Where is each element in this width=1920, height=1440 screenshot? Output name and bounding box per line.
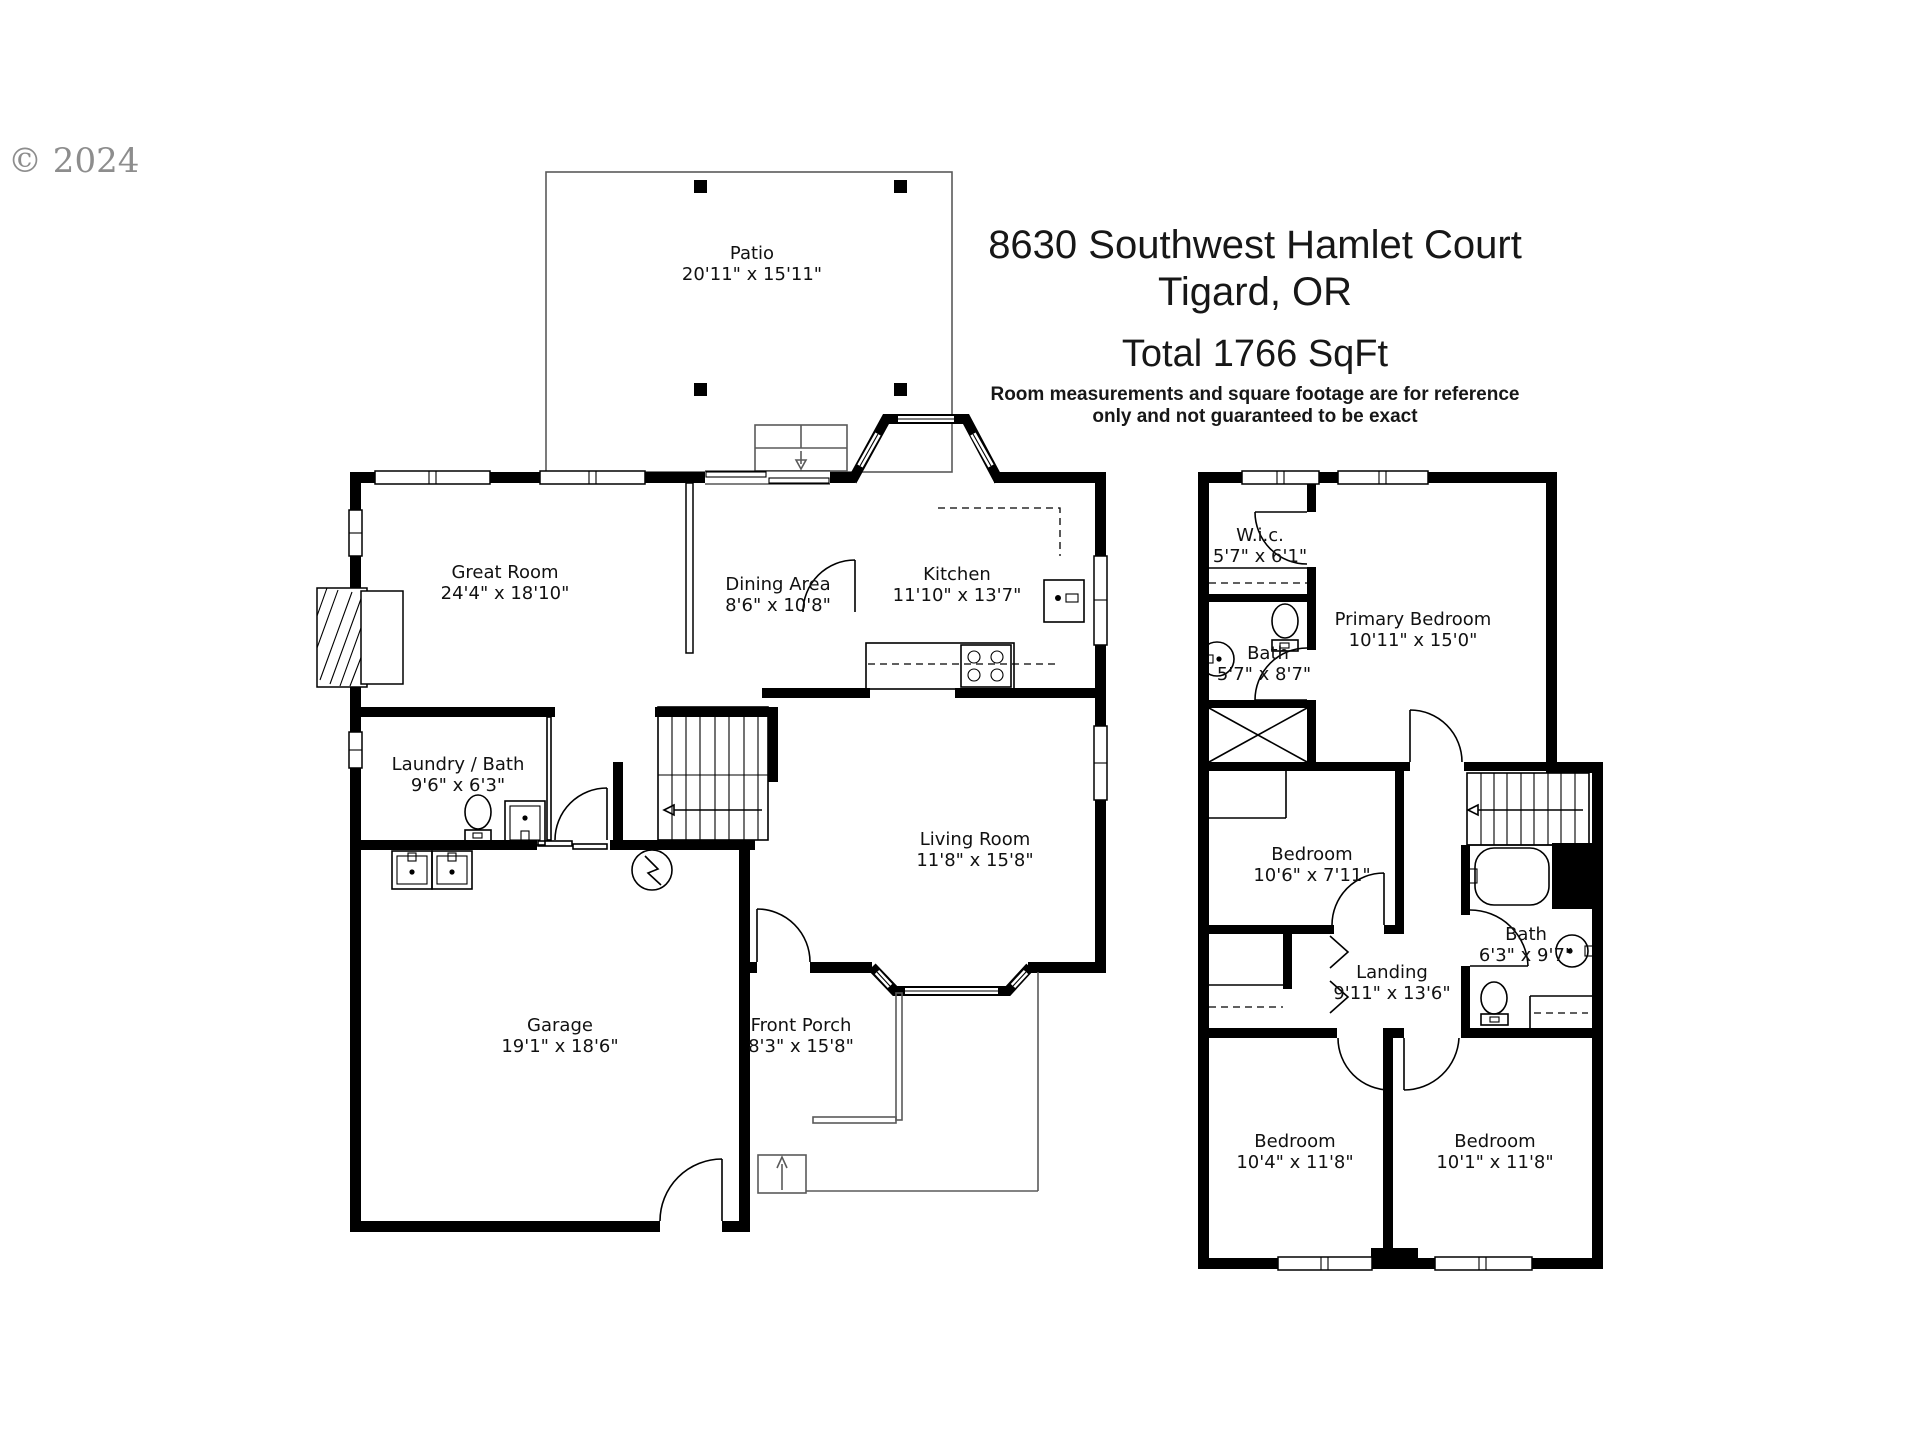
room-label-great-room-dims: 24'4" x 18'10"	[441, 583, 570, 604]
room-label-laundry-name: Laundry / Bath	[392, 754, 525, 775]
room-label-bedroom4-dims: 10'1" x 11'8"	[1436, 1152, 1553, 1173]
room-label-primary-dims: 10'11" x 15'0"	[1349, 630, 1478, 651]
laundry-toilet-icon	[464, 794, 492, 842]
laundry-sink-icon	[504, 800, 546, 846]
room-label-primary-name: Primary Bedroom	[1335, 609, 1492, 630]
room-label-kitchen-dims: 11'10" x 13'7"	[893, 585, 1022, 606]
room-label-laundry-dims: 9'6" x 6'3"	[411, 775, 505, 796]
upstairs-bath1-toilet-icon	[1271, 603, 1299, 652]
patio-slider-door	[705, 470, 830, 485]
title-block: 8630 Southwest Hamlet Court Tigard, OR T…	[988, 223, 1522, 427]
first-floor-doors	[554, 559, 856, 1222]
second-floor-plan: W.i.c. 5'7" x 6'1" Bath 5'7" x 8'7" Prim…	[1198, 470, 1603, 1271]
room-label-bath1-dims: 5'7" x 8'7"	[1217, 664, 1311, 685]
fireplace	[316, 587, 404, 688]
bathtub-icon	[1467, 847, 1550, 906]
second-floor-closets	[1205, 567, 1597, 1038]
room-label-bedroom4-name: Bedroom	[1454, 1131, 1535, 1152]
room-label-landing-name: Landing	[1356, 962, 1428, 983]
room-label-garage-dims: 19'1" x 18'6"	[501, 1036, 618, 1057]
room-label-living-name: Living Room	[920, 829, 1031, 850]
kitchen-counters	[865, 507, 1085, 690]
front-porch-outline	[757, 972, 1039, 1194]
room-label-living-dims: 11'8" x 15'8"	[916, 850, 1033, 871]
copyright-text: © 2024	[8, 141, 139, 181]
room-label-landing-dims: 9'11" x 13'6"	[1333, 983, 1450, 1004]
patio-steps	[754, 424, 848, 472]
upstairs-bath2-sink-icon	[1555, 934, 1595, 968]
room-label-wic-name: W.i.c.	[1236, 525, 1284, 546]
room-label-dining-dims: 8'6" x 10'8"	[725, 595, 831, 616]
room-label-bath1-name: Bath	[1247, 643, 1289, 664]
water-heater-icon	[631, 849, 673, 891]
room-label-bedroom2-name: Bedroom	[1271, 844, 1352, 865]
room-label-patio-name: Patio	[730, 243, 774, 264]
total-sqft: Total 1766 SqFt	[1122, 333, 1389, 375]
first-floor-plan: Patio 20'11" x 15'11" Great Room 24'4" x…	[316, 171, 1108, 1232]
patio-outline	[545, 171, 953, 473]
first-floor-walls	[350, 414, 1106, 1232]
room-label-bedroom3-dims: 10'4" x 11'8"	[1236, 1152, 1353, 1173]
room-label-great-room-name: Great Room	[451, 562, 558, 583]
disclaimer-line1: Room measurements and square footage are…	[990, 384, 1519, 405]
second-floor-labels: W.i.c. 5'7" x 6'1" Bath 5'7" x 8'7" Prim…	[1213, 525, 1573, 1173]
upstairs-bath1-sink-icon	[1199, 641, 1235, 677]
room-label-wic-dims: 5'7" x 6'1"	[1213, 546, 1307, 567]
room-label-patio-dims: 20'11" x 15'11"	[682, 264, 822, 285]
room-label-bedroom3-name: Bedroom	[1254, 1131, 1335, 1152]
first-floor-windows	[348, 416, 1108, 994]
room-label-porch-dims: 8'3" x 15'8"	[748, 1036, 854, 1057]
upstairs-bath2-toilet-icon	[1480, 981, 1509, 1026]
second-floor-stairs	[1466, 772, 1592, 846]
first-floor-labels: Patio 20'11" x 15'11" Great Room 24'4" x…	[392, 243, 1034, 1057]
disclaimer-line2: only and not guaranteed to be exact	[1092, 406, 1418, 427]
second-floor-doors	[1254, 511, 1529, 1091]
first-floor-stairs	[657, 706, 769, 841]
room-label-garage-name: Garage	[527, 1015, 593, 1036]
garage-sinks-icon	[391, 850, 473, 890]
address-line1: 8630 Southwest Hamlet Court	[988, 223, 1522, 267]
room-label-bath2-name: Bath	[1505, 924, 1547, 945]
room-label-bath2-dims: 6'3" x 9'7"	[1479, 945, 1573, 966]
room-label-kitchen-name: Kitchen	[923, 564, 991, 585]
second-floor-windows	[1241, 470, 1533, 1271]
room-label-dining-name: Dining Area	[725, 574, 830, 595]
room-label-porch-name: Front Porch	[751, 1015, 852, 1036]
room-label-bedroom2-dims: 10'6" x 7'11"	[1253, 865, 1370, 886]
address-line2: Tigard, OR	[1158, 270, 1352, 314]
stove-icon	[960, 644, 1012, 688]
